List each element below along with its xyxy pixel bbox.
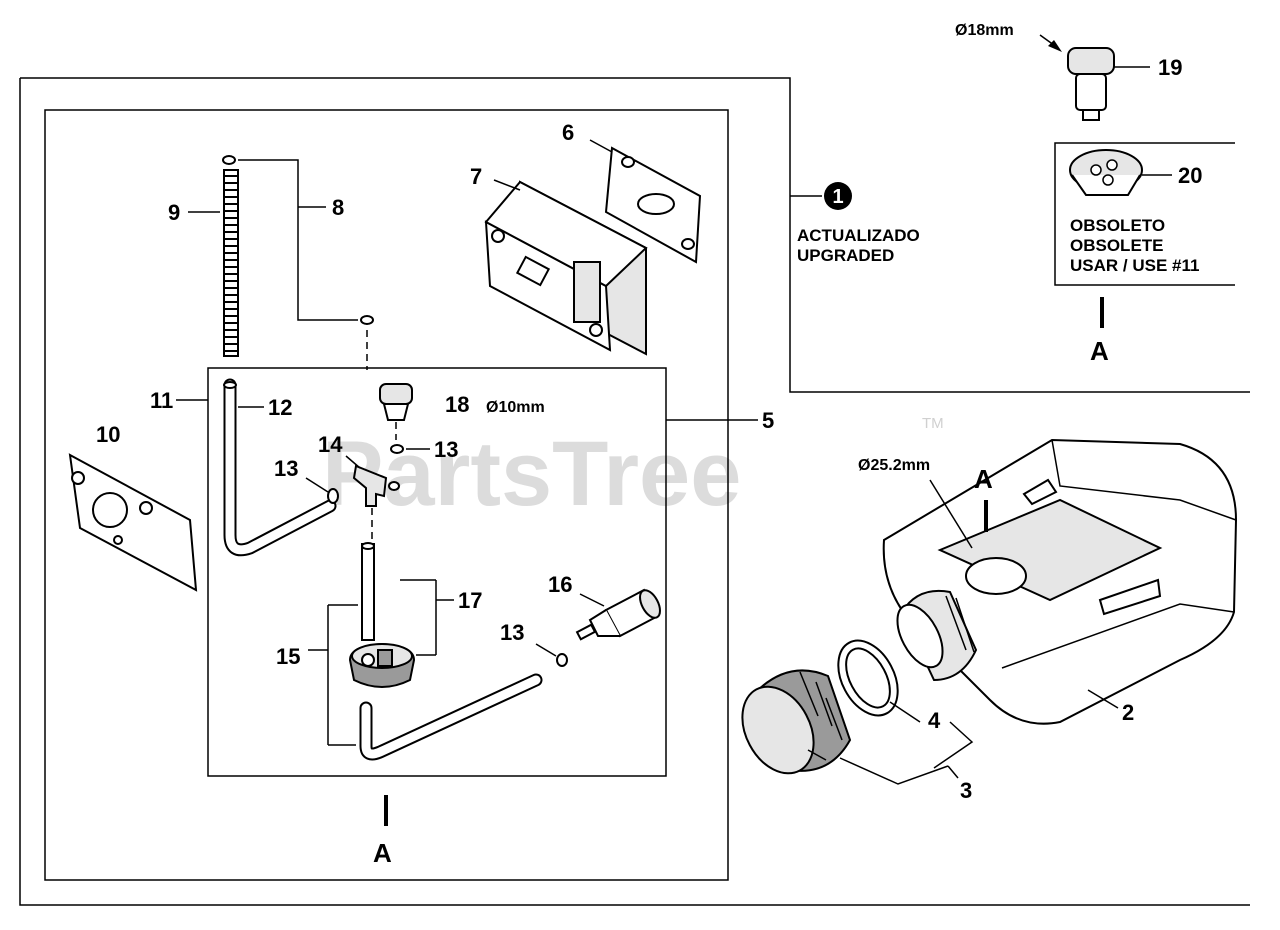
callout-6: 6 <box>562 120 574 145</box>
part-15-pickup <box>308 604 416 746</box>
fuel-return-line <box>359 673 543 761</box>
note-1-number: 1 <box>832 186 843 208</box>
callout-10: 10 <box>96 422 120 447</box>
part-20-grommet <box>1069 149 1172 196</box>
part-17-tube <box>361 542 454 656</box>
ref-a-top: A <box>1090 336 1109 366</box>
callout-16: 16 <box>548 572 572 597</box>
part-13-o-ring-b <box>305 477 339 504</box>
note-1-badge <box>824 182 852 210</box>
dim-25mm-leader <box>929 479 973 549</box>
tank-threaded-neck <box>896 590 978 682</box>
callout-20: 20 <box>1178 163 1202 188</box>
outer-frame-left-bottom <box>19 78 1250 906</box>
dim-25mm: Ø25.2mm <box>858 457 930 474</box>
callout-19: 19 <box>1158 55 1182 80</box>
ref-a-tank: A <box>974 464 993 494</box>
upgraded-note-line1: ACTUALIZADO <box>797 226 920 245</box>
callout-2: 2 <box>1122 700 1134 725</box>
part-16-filter <box>575 588 661 641</box>
part-4-gasket <box>837 639 974 769</box>
part-9-spring <box>188 169 239 357</box>
callout-12: 12 <box>268 395 292 420</box>
dim-18mm: Ø18mm <box>955 22 1014 39</box>
callout-15: 15 <box>276 644 300 669</box>
fuel-line-subframe <box>207 367 667 777</box>
watermark: PartsTree <box>322 423 741 525</box>
obsolete-note-line2: OBSOLETE <box>1070 236 1164 255</box>
callout-13-a: 13 <box>434 437 458 462</box>
callout-14: 14 <box>318 432 343 457</box>
part-7-adapter-block <box>484 179 648 356</box>
callout-11: 11 <box>150 388 173 413</box>
upgraded-note-line2: UPGRADED <box>797 246 894 265</box>
callout-9: 9 <box>168 200 180 225</box>
part-19-plug <box>1039 34 1150 121</box>
part-13-o-ring-c <box>535 643 568 667</box>
callout-17: 17 <box>458 588 482 613</box>
part-12-fuel-line <box>223 378 337 557</box>
callout-8: 8 <box>332 195 344 220</box>
callout-18: 18 <box>445 392 469 417</box>
part-2-fuel-tank <box>882 438 1238 725</box>
obsolete-note-line3: USAR / USE #11 <box>1070 256 1199 275</box>
part-3-fuel-cap <box>741 669 959 785</box>
obsolete-note-line1: OBSOLETO <box>1070 216 1165 235</box>
callout-13-c: 13 <box>500 620 524 645</box>
part-8-o-rings <box>222 155 374 370</box>
callout-5: 5 <box>762 408 774 433</box>
part-10-gasket <box>68 453 198 592</box>
watermark-trademark: TM <box>922 415 944 432</box>
callout-7: 7 <box>470 164 482 189</box>
part-18-plug <box>379 383 413 440</box>
part-14-elbow <box>345 455 400 540</box>
obsolete-note-frame <box>1054 142 1235 286</box>
outer-frame-top <box>20 77 1250 393</box>
part-6-gasket <box>589 139 702 264</box>
callout-4: 4 <box>928 708 941 733</box>
kit-frame <box>44 109 729 881</box>
dim-10mm: Ø10mm <box>486 399 545 416</box>
ref-a-bottom: A <box>373 838 392 868</box>
callout-13-b: 13 <box>274 456 298 481</box>
callout-3: 3 <box>960 778 972 803</box>
part-13-o-ring-a <box>390 444 430 454</box>
